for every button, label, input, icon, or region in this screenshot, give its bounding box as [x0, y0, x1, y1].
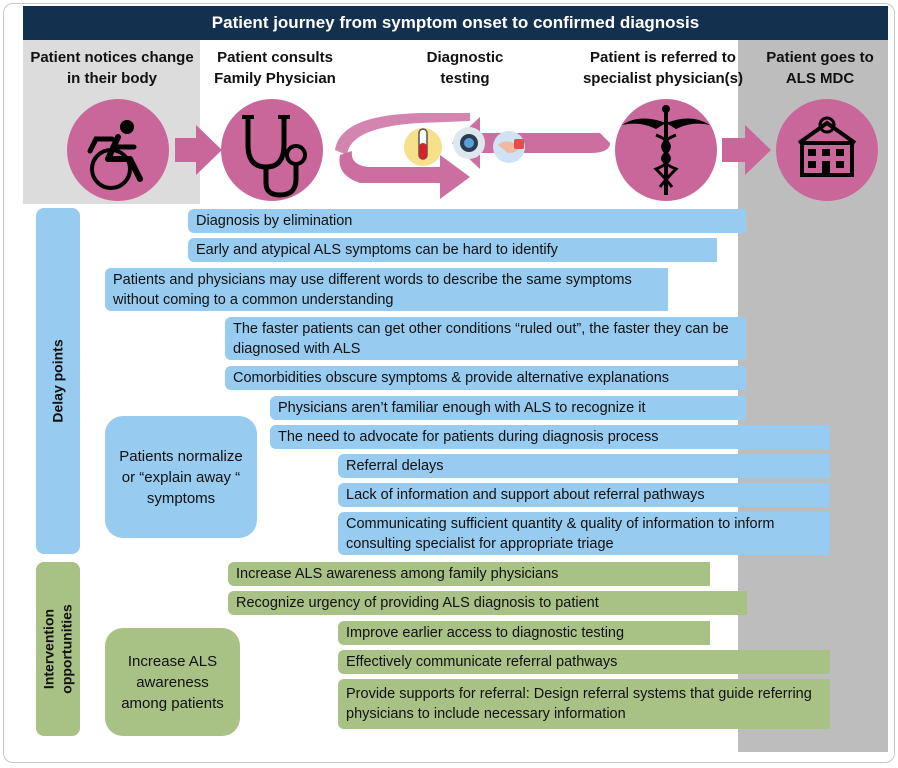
intervention-bar: Improve earlier access to diagnostic tes…: [338, 621, 710, 645]
caduceus-icon: [615, 99, 717, 201]
intervention-bar: Recognize urgency of providing ALS diagn…: [228, 591, 747, 615]
delay-bar: Early and atypical ALS symptoms can be h…: [188, 238, 717, 262]
stage-label-notice: Patient notices change in their body: [30, 49, 194, 87]
delay-bar: Referral delays: [338, 454, 830, 478]
intervention-bar: Provide supports for referral: Design re…: [338, 679, 830, 729]
diagnostic-cycle-arrows: [335, 113, 610, 199]
diagnostic-testing-icon: [404, 127, 525, 166]
stage-label-mdc: Patient goes to ALS MDC: [766, 49, 874, 87]
intervention-bar: Effectively communicate referral pathway…: [338, 650, 830, 674]
delay-bar: Diagnosis by elimination: [188, 209, 746, 233]
intervention-bar: Increase ALS awareness among family phys…: [228, 562, 710, 586]
intervention-bubble: Increase ALS awareness among patients: [105, 628, 240, 736]
hospital-icon: [776, 99, 878, 201]
delay-points-label: Delay points: [50, 339, 66, 423]
delay-bar: Communicating sufficient quantity & qual…: [338, 512, 830, 555]
arrow-right-2: [722, 125, 771, 175]
delay-bar: Patients and physicians may use differen…: [105, 268, 668, 311]
wheelchair-icon: [67, 99, 169, 201]
intervention-label: Intervention opportunities: [41, 604, 75, 694]
delay-bar: The faster patients can get other condit…: [225, 317, 746, 360]
stage-label-consult: Patient consults Family Physician: [214, 49, 336, 87]
stage-label-testing: Diagnostic testing: [426, 49, 504, 87]
stage-label-referral: Patient is referred to specialist physic…: [582, 49, 744, 87]
delay-bar: Lack of information and support about re…: [338, 483, 830, 507]
journey-icons: [67, 99, 878, 201]
figure-title: Patient journey from symptom onset to co…: [23, 6, 888, 40]
arrow-right-1: [175, 125, 222, 175]
delay-bar: Comorbidities obscure symptoms & provide…: [225, 366, 746, 390]
section-label-intervention: Intervention opportunities: [36, 562, 80, 736]
delay-bar: The need to advocate for patients during…: [270, 425, 830, 449]
delay-bar: Physicians aren’t familiar enough with A…: [270, 396, 746, 420]
section-label-delay: Delay points: [36, 208, 80, 554]
delay-bubble: Patients normalize or “explain away “ sy…: [105, 416, 257, 538]
stethoscope-icon: [221, 99, 323, 201]
